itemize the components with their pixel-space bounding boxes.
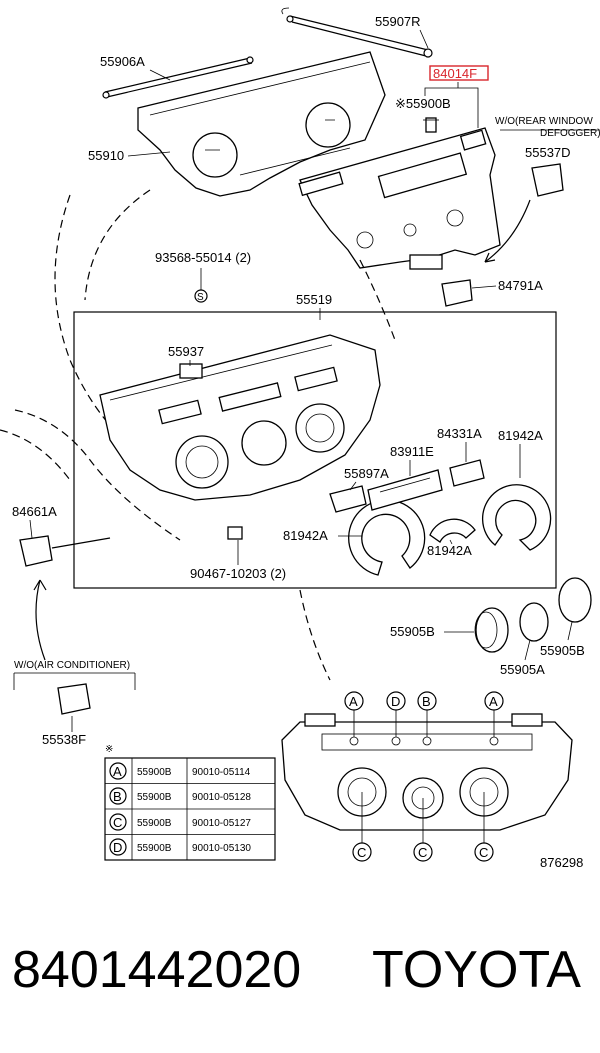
callout-83911E: 83911E (390, 444, 434, 459)
switch-55537D (531, 163, 564, 197)
svg-text:A: A (489, 694, 498, 709)
callout-55538F: 55538F (42, 732, 86, 747)
parts-diagram: 55907R 55906A 55910 84014F ※55900B W/ (0, 7, 600, 870)
bracket-55910 (137, 51, 386, 197)
table-row-key: C (113, 815, 122, 830)
marker-top-1: A (344, 691, 364, 737)
svg-text:C: C (418, 845, 427, 860)
callout-55905B-right: 55905B (540, 643, 585, 658)
callout-93568: 93568-55014 (2) (155, 250, 251, 265)
label-wo-air-conditioner: W/O(AIR CONDITIONER) (14, 660, 130, 671)
callout-55537D: 55537D (525, 145, 571, 160)
clip-90467 (227, 526, 243, 540)
control-panel-84014F (298, 127, 501, 270)
callout-81942A-top: 81942A (498, 428, 543, 443)
knob-55905B-left (474, 607, 509, 653)
callout-55937: 55937 (168, 344, 204, 359)
table-note-mark: ※ (105, 744, 113, 755)
brand-name: TOYOTA (372, 941, 581, 999)
control-housing-55519 (99, 334, 381, 501)
table-row-key: D (113, 840, 122, 855)
marker-top-3: B (417, 691, 437, 737)
callout-55905A: 55905A (500, 662, 545, 677)
callout-84791A: 84791A (498, 278, 543, 293)
callout-55897A: 55897A (344, 466, 389, 481)
screw-reference-table: ※ A 55900B 90010-05114 B 55900B 90010-05… (104, 744, 276, 861)
callout-55907R: 55907R (375, 14, 421, 29)
control-cable-55907R (281, 7, 433, 58)
callout-81942A-mid: 81942A (427, 543, 472, 558)
cover-84331A (449, 459, 485, 487)
part-number: 8401442020 (12, 941, 302, 999)
callout-84014F: 84014F (433, 66, 477, 81)
assembly-frame (73, 311, 557, 589)
marker-bottom-2: C (413, 798, 433, 862)
ring-81942A-mid (429, 518, 476, 543)
table-row-code: 90010-05127 (192, 818, 251, 829)
reference-code: 876298 (540, 855, 583, 870)
svg-text:A: A (349, 694, 358, 709)
table-row-key: A (113, 764, 122, 779)
table-row-part: 55900B (137, 843, 172, 854)
marker-top-4: A (484, 691, 504, 737)
svg-text:B: B (422, 694, 431, 709)
marker-top-2: D (386, 691, 406, 737)
knob-55905B-right (558, 577, 592, 623)
callout-55905B-left: 55905B (390, 624, 435, 639)
panel-83911E (367, 469, 443, 511)
lever-55897A (329, 485, 367, 513)
screw-55900B (423, 117, 439, 133)
callout-84331A: 84331A (437, 426, 482, 441)
table-row-part: 55900B (137, 767, 172, 778)
callout-55906A: 55906A (100, 54, 145, 69)
switch-55538F (57, 683, 91, 715)
svg-text:C: C (357, 845, 366, 860)
table-row-key: B (113, 789, 122, 804)
ring-81942A-right (481, 484, 552, 551)
callout-84661A: 84661A (12, 504, 57, 519)
switch-84791A (441, 279, 473, 307)
table-row-part: 55900B (137, 818, 172, 829)
label-defogger: DEFOGGER) (540, 128, 600, 139)
highlight-box-84014F (429, 65, 489, 81)
table-row-code: 90010-05130 (192, 843, 251, 854)
table-row-part: 55900B (137, 792, 172, 803)
svg-text:D: D (391, 694, 400, 709)
s-mark-label: S (197, 292, 204, 303)
clip-55937 (179, 363, 203, 379)
callout-90467: 90467-10203 (2) (190, 566, 286, 581)
control-cable-55906A (102, 56, 254, 99)
svg-text:C: C (479, 845, 488, 860)
marker-bottom-1: C (352, 792, 372, 862)
callout-55519: 55519 (296, 292, 332, 307)
callout-81942A-left: 81942A (283, 528, 328, 543)
table-row-code: 90010-05114 (192, 767, 251, 778)
table-row-code: 90010-05128 (192, 792, 251, 803)
label-wo-rear-window: W/O(REAR WINDOW (495, 116, 593, 127)
switch-84661A (19, 535, 53, 567)
marker-bottom-3: C (474, 792, 494, 862)
ring-81942A-left (348, 499, 426, 576)
callout-55900B: ※55900B (395, 96, 451, 111)
knob-55905A (519, 602, 549, 642)
callout-55910: 55910 (88, 148, 124, 163)
